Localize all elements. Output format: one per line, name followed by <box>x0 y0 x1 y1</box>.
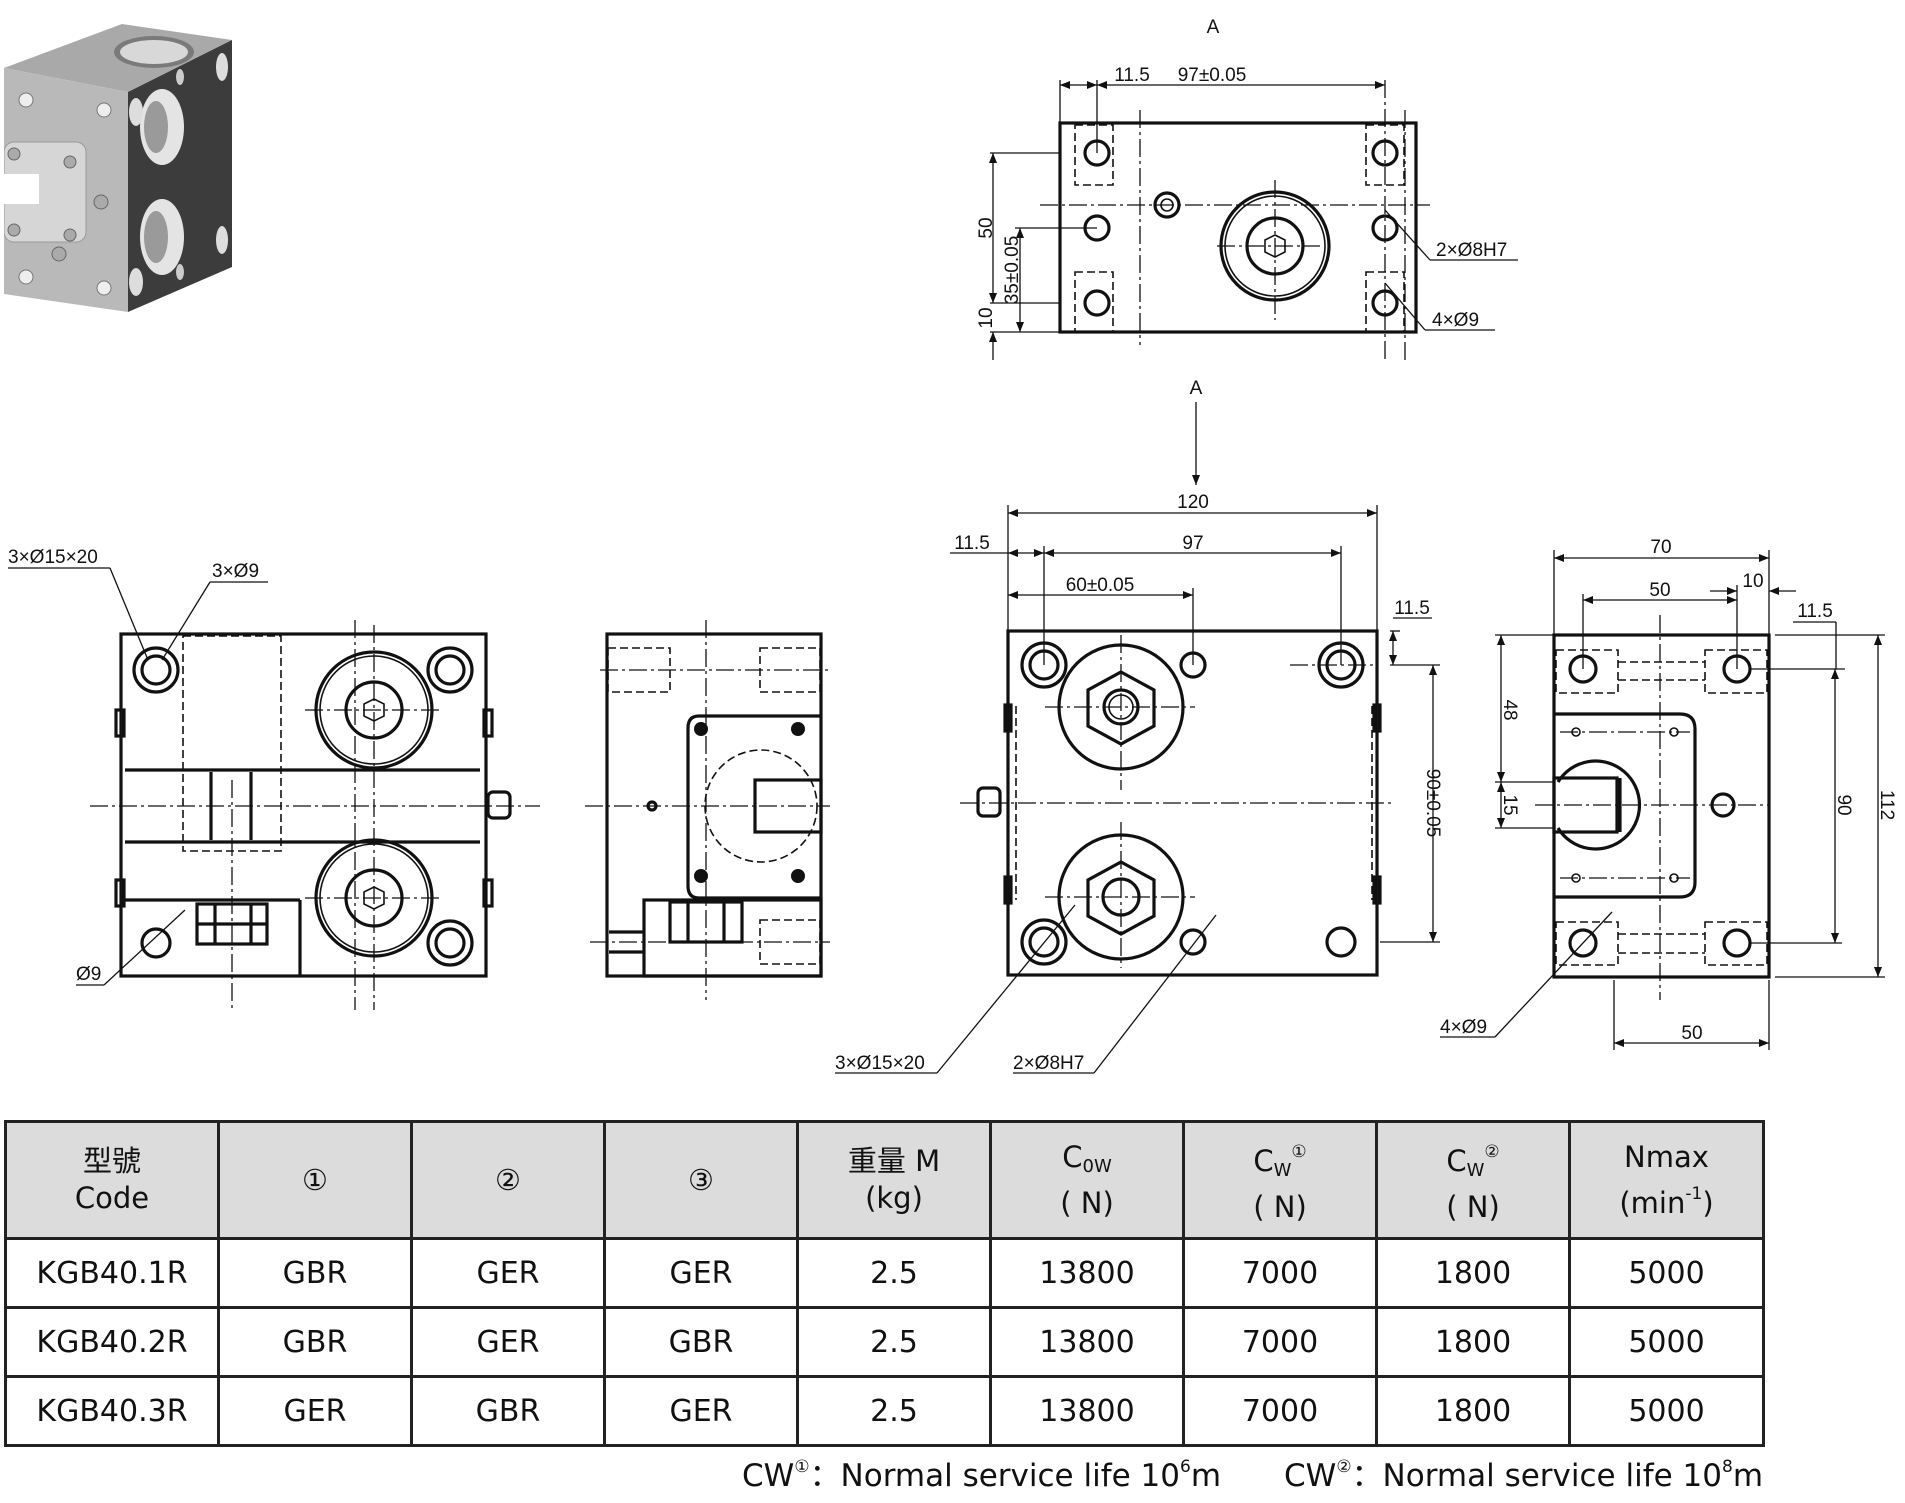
cell-code: KGB40.2R <box>4 1306 220 1378</box>
cell-c2: GER <box>410 1237 606 1309</box>
right-dim-15: 15 <box>1499 794 1520 815</box>
top-dim-97: 97±0.05 <box>1178 65 1247 86</box>
main-dim-11-5-right: 11.5 <box>1394 598 1430 619</box>
cell-nmax: 5000 <box>1568 1375 1765 1447</box>
main-dim-97: 97 <box>1182 533 1203 554</box>
left-callout-15x20: 3×Ø15×20 <box>8 547 98 568</box>
cell-nmax: 5000 <box>1568 1306 1765 1378</box>
cell-nmax: 5000 <box>1568 1237 1765 1309</box>
footnote-cw2: CW②：Normal service life 108m <box>1284 1457 1764 1494</box>
side-view <box>585 620 830 1000</box>
cell-mass: 2.5 <box>796 1306 992 1378</box>
view-label-a-top: A <box>1207 17 1220 38</box>
table-row: KGB40.1R GBR GER GER 2.5 13800 7000 1800… <box>4 1237 1765 1309</box>
side-view-outline <box>605 632 823 978</box>
cell-c0w: 13800 <box>989 1306 1185 1378</box>
main-dim-11-5-left: 11.5 <box>954 533 990 554</box>
top-dim-50: 50 <box>976 217 997 238</box>
cell-c2: GER <box>410 1306 606 1378</box>
cell-c3: GBR <box>603 1306 799 1378</box>
cell-code: KGB40.3R <box>4 1375 220 1447</box>
header-cw1: CW①( N) <box>1182 1120 1378 1240</box>
right-dim-50-top: 50 <box>1649 580 1670 601</box>
cell-cw2: 1800 <box>1375 1306 1571 1378</box>
cell-c0w: 13800 <box>989 1375 1185 1447</box>
header-col1: ① <box>217 1120 413 1240</box>
main-dim-90: 90±0.05 <box>1422 769 1443 838</box>
product-3d-render <box>4 24 232 312</box>
header-col3: ③ <box>603 1120 799 1240</box>
top-callout-8h7: 2×Ø8H7 <box>1436 240 1507 261</box>
cell-c1: GBR <box>217 1306 413 1378</box>
right-dim-11-5: 11.5 <box>1797 601 1833 622</box>
right-dim-48: 48 <box>1499 699 1520 720</box>
main-dim-60: 60±0.05 <box>1066 575 1135 596</box>
right-callout-4x9: 4×Ø9 <box>1440 1017 1487 1038</box>
cell-c3: GER <box>603 1237 799 1309</box>
right-view: 70 50 10 11.5 48 15 90 112 50 4×Ø9 <box>1440 537 1897 1050</box>
main-dim-120: 120 <box>1177 492 1209 513</box>
right-dim-112: 112 <box>1876 790 1897 820</box>
main-callout-15x20: 3×Ø15×20 <box>835 1053 925 1074</box>
cell-c2: GBR <box>410 1375 606 1447</box>
cell-c1: GER <box>217 1375 413 1447</box>
cell-cw1: 7000 <box>1182 1306 1378 1378</box>
main-view: A 120 <box>835 378 1443 1074</box>
main-callout-8h7: 2×Ø8H7 <box>1013 1053 1084 1074</box>
left-callout-3x9: 3×Ø9 <box>212 561 259 582</box>
top-callout-4x9: 4×Ø9 <box>1432 310 1479 331</box>
cell-cw2: 1800 <box>1375 1375 1571 1447</box>
cell-cw1: 7000 <box>1182 1237 1378 1309</box>
cell-c1: GBR <box>217 1237 413 1309</box>
header-c0w: C0W( N) <box>989 1120 1185 1240</box>
cell-c0w: 13800 <box>989 1237 1185 1309</box>
technical-drawing: A 11.5 97±0.05 <box>8 17 1897 1074</box>
cell-mass: 2.5 <box>796 1237 992 1309</box>
cell-mass: 2.5 <box>796 1375 992 1447</box>
cell-c3: GER <box>603 1375 799 1447</box>
header-cw2: CW②( N) <box>1375 1120 1571 1240</box>
left-view: 3×Ø15×20 3×Ø9 Ø9 <box>8 547 540 1010</box>
left-callout-9: Ø9 <box>76 964 101 985</box>
right-view-outline <box>1552 633 1771 979</box>
view-label-a-arrow: A <box>1190 378 1203 399</box>
table-row: KGB40.2R GBR GER GBR 2.5 13800 7000 1800… <box>4 1306 1765 1378</box>
top-dim-35: 35±0.05 <box>1002 236 1023 305</box>
right-dim-50-bottom: 50 <box>1681 1023 1702 1044</box>
top-dim-11-5: 11.5 <box>1114 65 1150 86</box>
right-dim-70: 70 <box>1650 537 1671 558</box>
cell-cw1: 7000 <box>1182 1375 1378 1447</box>
right-dim-10: 10 <box>1742 571 1763 592</box>
footnote-cw1: CW①：Normal service life 106m <box>742 1457 1222 1494</box>
top-dim-10: 10 <box>976 307 997 328</box>
top-view-a: A 11.5 97±0.05 <box>976 17 1518 360</box>
table-row: KGB40.3R GER GBR GER 2.5 13800 7000 1800… <box>4 1375 1765 1447</box>
right-dim-90: 90 <box>1833 794 1854 815</box>
header-nmax: Nmax(min-1) <box>1568 1120 1765 1240</box>
header-col2: ② <box>410 1120 606 1240</box>
cell-code: KGB40.1R <box>4 1237 220 1309</box>
left-view-outline <box>119 632 488 978</box>
cell-cw2: 1800 <box>1375 1237 1571 1309</box>
header-mass: 重量 M(kg) <box>796 1120 992 1240</box>
